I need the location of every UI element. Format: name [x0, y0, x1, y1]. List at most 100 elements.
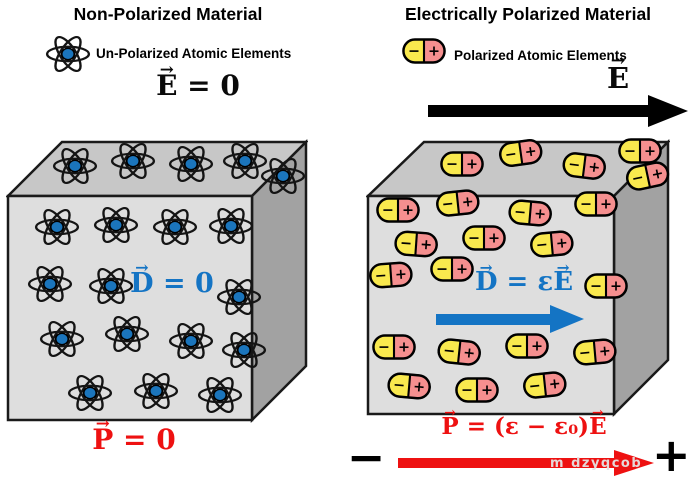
plus-charge-glyph: + [524, 143, 538, 161]
plus-charge-glyph: + [466, 156, 478, 172]
minus-charge-glyph: − [408, 43, 420, 59]
dipole-pill-icon: − + [430, 256, 474, 282]
vector-d: →D [474, 257, 498, 297]
atom-icon [45, 33, 91, 79]
minus-charge-glyph: − [630, 170, 645, 188]
dipole-icon: − + [497, 137, 545, 173]
p-field-arrow [398, 450, 654, 476]
dipole-icon: − + [529, 229, 575, 263]
atom-orbits-icon [221, 331, 267, 369]
plus-charge-glyph: + [461, 194, 475, 211]
atom-orbits-icon [45, 35, 91, 73]
right-legend-label: Polarized Atomic Elements [454, 48, 627, 63]
atom-icon [27, 263, 73, 309]
plus-charge-glyph: + [531, 338, 543, 354]
plus-charge-glyph: + [548, 376, 562, 393]
minus-charge-glyph: − [528, 378, 542, 395]
dipole-pill-icon: − + [387, 372, 431, 400]
vector-arrow-icon: → [95, 412, 110, 433]
plus-charge-glyph: + [456, 261, 468, 277]
arrow-head [614, 450, 654, 476]
dipole-pill-icon: − + [369, 261, 413, 289]
positive-electrode-sign: + [652, 428, 689, 480]
minus-charge-glyph: − [442, 343, 456, 360]
right-panel-title: Electrically Polarized Material [404, 4, 652, 24]
minus-charge-glyph: − [504, 146, 518, 164]
plus-charge-glyph: + [644, 143, 656, 159]
atom-icon [152, 206, 198, 252]
atom-orbits-icon [133, 372, 179, 410]
atom-icon [168, 143, 214, 189]
dipole-pill-icon: − + [440, 151, 484, 177]
dipole-pill-icon: − + [498, 138, 543, 168]
watermark: m dzyqcob [550, 456, 643, 471]
atom-icon [52, 145, 98, 191]
dipole-pill-icon: − + [402, 38, 446, 64]
vector-arrow-icon: → [592, 404, 604, 421]
atom-orbits-icon [168, 145, 214, 183]
atom-icon [208, 205, 254, 251]
vector-arrow-icon: → [479, 257, 493, 277]
atom-orbits-icon [52, 147, 98, 185]
dipole-pill-icon: − + [437, 338, 481, 366]
dipole-icon: − + [430, 256, 474, 286]
e-field-label: →E [596, 50, 640, 94]
dipole-icon: − + [462, 225, 506, 255]
minus-charge-glyph: − [378, 339, 390, 355]
dipole-pill-icon: − + [508, 199, 552, 227]
plus-charge-glyph: + [598, 343, 611, 360]
vector-arrow-icon: → [444, 404, 456, 421]
minus-charge-glyph: − [400, 235, 413, 252]
atom-orbits-icon [88, 267, 134, 305]
plus-charge-glyph: + [600, 196, 612, 212]
minus-charge-glyph: − [468, 230, 480, 246]
dipole-icon: − + [574, 191, 618, 221]
dipole-pill-icon: − + [455, 377, 499, 403]
d-field-zero-formula: →D = 0 [130, 258, 214, 299]
dipole-pill-icon: − + [523, 371, 567, 399]
minus-charge-glyph: − [374, 268, 387, 285]
d-field-formula: →D = ε→E [474, 257, 574, 297]
plus-charge-glyph: + [412, 379, 425, 396]
vector-p: →P [441, 404, 459, 440]
dipole-icon: − + [436, 337, 483, 371]
minus-charge-glyph: − [441, 196, 455, 213]
atom-icon [168, 320, 214, 366]
dipole-icon: − + [618, 138, 662, 168]
p-field-zero-formula: →P = 0 [92, 412, 176, 456]
minus-charge-glyph: − [578, 345, 591, 362]
atom-orbits-icon [222, 142, 268, 180]
minus-charge-glyph: − [513, 204, 526, 221]
arrow-shaft [398, 458, 616, 468]
dipole-icon: − + [393, 230, 439, 263]
left-legend-label: Un-Polarized Atomic Elements [96, 46, 292, 61]
atom-icon [110, 140, 156, 186]
minus-charge-glyph: − [511, 338, 523, 354]
atom-orbits-icon [197, 376, 243, 414]
minus-charge-glyph: − [624, 143, 636, 159]
dipole-icon: − + [522, 370, 569, 404]
dipole-pill-icon: − + [394, 230, 438, 258]
atom-orbits-icon [208, 207, 254, 245]
dipole-pill-icon: − + [462, 225, 506, 251]
dipole-pill-icon: − + [625, 160, 671, 192]
plus-charge-glyph: + [610, 278, 622, 294]
dipole-icon: − + [584, 273, 628, 303]
minus-charge-glyph: − [436, 261, 448, 277]
dipole-icon: − + [386, 371, 432, 405]
dipole-pill-icon: − + [618, 138, 662, 164]
dipole-icon: − + [455, 377, 499, 407]
dipole-pill-icon: − + [573, 338, 617, 366]
atom-orbits-icon [216, 278, 262, 316]
atom-orbits-icon [34, 208, 80, 246]
minus-charge-glyph: − [382, 202, 394, 218]
negative-electrode-sign: − [346, 430, 386, 480]
atom-orbits-icon [104, 315, 150, 353]
plus-charge-glyph: + [555, 235, 568, 252]
dipole-pill-icon: − + [436, 189, 480, 217]
dipole-icon: − + [368, 261, 414, 294]
minus-charge-glyph: − [567, 157, 581, 174]
atom-icon [133, 370, 179, 416]
plus-charge-glyph: + [420, 237, 433, 254]
